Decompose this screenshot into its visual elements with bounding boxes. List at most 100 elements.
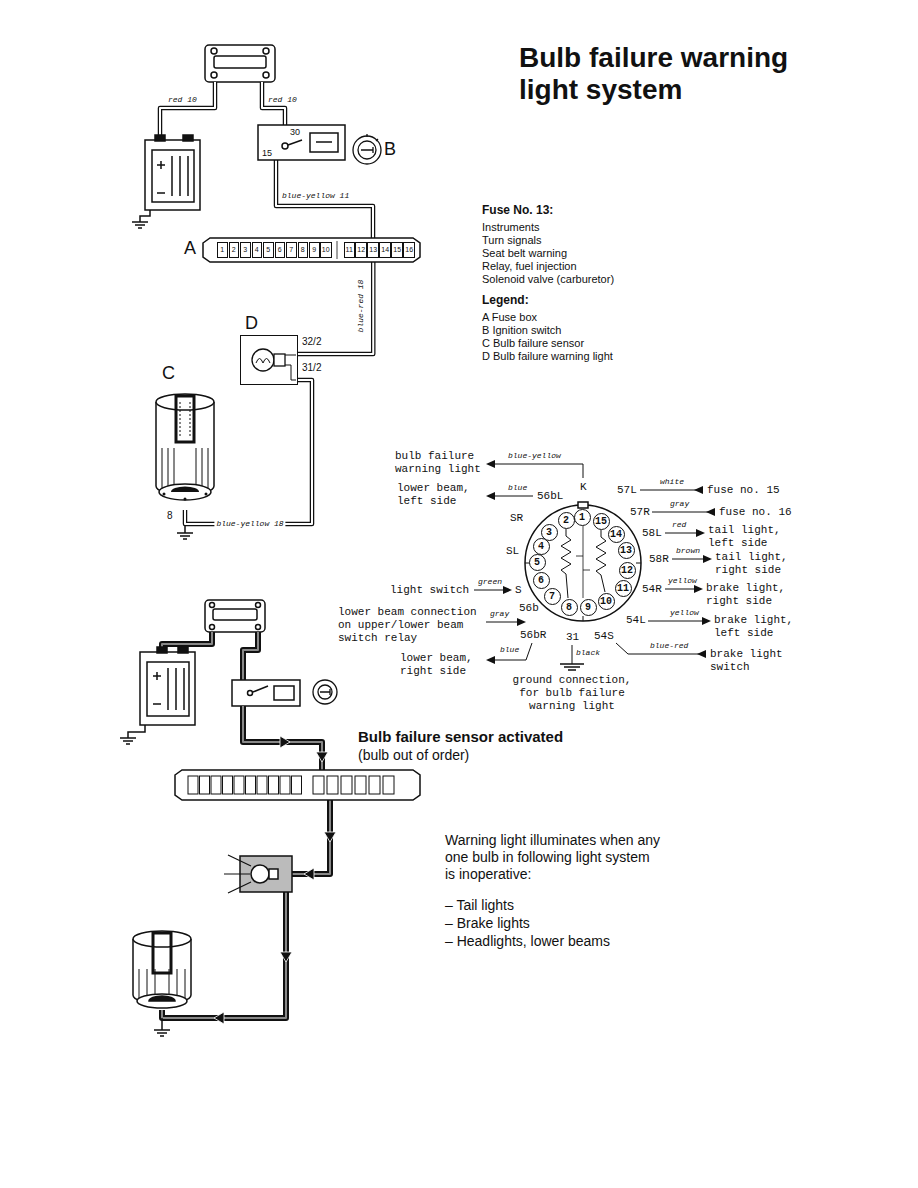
- ground-symbol: [177, 525, 193, 539]
- note-text: Relay, fuel injection: [482, 260, 577, 273]
- fuse-cell: 7: [286, 242, 297, 258]
- circuit-label: fuse no. 16: [719, 506, 792, 519]
- resistor-symbol: [561, 526, 606, 598]
- circuit-label: light switch: [390, 584, 469, 597]
- main-connector: [263, 48, 269, 54]
- connector-housing: [578, 502, 588, 508]
- connector-pin: 15: [593, 513, 610, 530]
- battery: [157, 647, 167, 653]
- part-letter: B: [384, 139, 396, 160]
- flow-arrow: [316, 752, 328, 762]
- ground-symbol: [177, 525, 193, 539]
- fuse-box: A12345678910111213141516: [203, 238, 420, 262]
- main-connector: [205, 600, 265, 632]
- warning-light-box-outline: [256, 359, 270, 364]
- connector-pin: 1: [574, 509, 591, 526]
- ground-symbol: [560, 664, 584, 670]
- fuse-cell: 6: [275, 242, 286, 258]
- ground-symbol: [120, 725, 145, 744]
- leader-line: [652, 512, 715, 513]
- pin-name: 56bL: [537, 490, 563, 503]
- fuse-box: [223, 776, 233, 794]
- note-text: Seat belt warning: [482, 247, 567, 260]
- list-item: – Headlights, lower beams: [445, 933, 610, 950]
- fuse-box: [234, 776, 244, 794]
- pin-number: 8: [167, 510, 173, 522]
- fuse-box: [200, 776, 210, 794]
- ignition-key-icon: [313, 680, 337, 704]
- wire-color: blue-red: [650, 641, 688, 651]
- node-text: 7: [289, 246, 293, 254]
- fuse-box-outline: [337, 241, 338, 259]
- node-text: 11: [617, 583, 629, 594]
- wire-label: blue-red 18: [356, 278, 366, 335]
- wire-label: blue-yellow 18: [214, 519, 285, 529]
- arrowhead: [486, 492, 495, 500]
- main-connector: [213, 609, 257, 620]
- legend-text: D Bulb failure warning light: [482, 350, 613, 362]
- connector-housing: [525, 502, 641, 621]
- battery: [183, 135, 193, 141]
- connector-pin: 2: [558, 512, 575, 529]
- circuit-label: tail light, right side: [715, 551, 795, 577]
- node-text: 9: [585, 602, 591, 613]
- battery: [153, 668, 184, 710]
- bulb-failure-sensor-outline: [156, 402, 214, 495]
- connector-housing: [525, 505, 641, 621]
- node-text: 12: [621, 565, 633, 576]
- wire-color: brown: [676, 546, 700, 556]
- section-subheading: (bulb out of order): [358, 747, 469, 764]
- leader-line: [672, 559, 704, 560]
- warning-light-box-outline: [252, 349, 274, 371]
- legend-entry: C Bulb failure sensor: [482, 337, 584, 350]
- fuse-cell: 8: [298, 242, 309, 258]
- connector-pin: 4: [533, 538, 550, 555]
- ignition-switch: [274, 686, 294, 700]
- node-text: C: [162, 363, 175, 384]
- node-text: 15: [393, 246, 401, 254]
- terminal-number: 31/2: [302, 362, 321, 374]
- pin-name: SR: [510, 512, 523, 525]
- node-text: 8: [566, 602, 572, 613]
- fuse-box: [280, 776, 290, 794]
- wire-color: green: [478, 577, 502, 587]
- main-connector: [210, 625, 215, 630]
- ignition-switch: [232, 680, 300, 706]
- circuit-label: tail light, left side: [708, 524, 788, 550]
- pin-name: 57R: [630, 506, 650, 519]
- wire-color: red: [672, 520, 686, 530]
- fuse-cell: 10: [320, 242, 332, 258]
- note-heading: Fuse No. 13:: [482, 203, 553, 217]
- leader-line: [648, 621, 703, 622]
- pin-name: 54R: [642, 583, 662, 596]
- note-text: Solenoid valve (carburetor): [482, 273, 614, 286]
- resistor-symbol: [596, 530, 606, 592]
- section-heading: Bulb failure sensor activated: [358, 728, 563, 746]
- ground-symbol: [154, 1018, 170, 1036]
- pin-name: K: [580, 481, 587, 494]
- pin-name: 54S: [594, 630, 614, 643]
- leader-line: [640, 490, 703, 491]
- ground-symbol: [154, 1018, 170, 1036]
- pin-name: 31: [566, 631, 579, 644]
- wire-color: blue-yellow 11: [282, 191, 349, 201]
- leader-line: [572, 645, 573, 664]
- node-text: 1: [220, 246, 224, 254]
- warning-light-lit: [224, 855, 251, 893]
- flow-arrow: [304, 868, 314, 880]
- connector-pin: 7: [544, 588, 561, 605]
- fuse-box: [246, 776, 256, 794]
- warning-light-box: D: [240, 335, 298, 385]
- title: Bulb failure warning light system: [519, 42, 819, 106]
- battery: [140, 652, 195, 725]
- connector-pin: 5: [529, 554, 546, 571]
- node-text: 3: [243, 246, 247, 254]
- ignition-switch: [253, 686, 268, 692]
- note-text: Warning light illuminates when any one b…: [445, 832, 663, 883]
- battery: [145, 140, 200, 210]
- fuse-cell: 16: [403, 242, 415, 258]
- connector-pin: 6: [533, 572, 550, 589]
- fuse-box: [383, 776, 394, 794]
- main-connector: [256, 625, 261, 630]
